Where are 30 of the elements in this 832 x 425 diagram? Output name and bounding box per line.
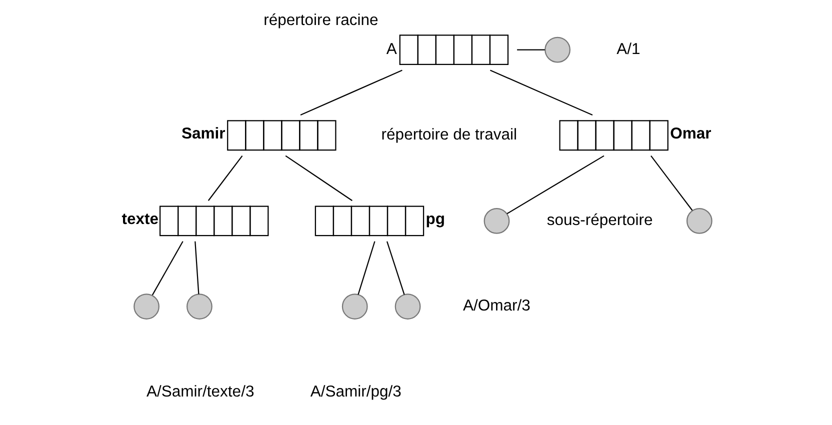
connector: [357, 241, 375, 295]
node-circle: [341, 294, 368, 320]
node-circle: [133, 294, 159, 320]
node-circle: [544, 36, 570, 63]
node-label: A/1: [616, 40, 640, 58]
label: A/Samir/texte/3: [146, 383, 254, 400]
label: sous-répertoire: [546, 212, 652, 230]
connector: [300, 70, 402, 116]
label: A/Samir/pg/3: [310, 383, 401, 400]
connector: [506, 155, 604, 214]
connector: [284, 155, 352, 202]
node-circle: [686, 208, 712, 234]
connector: [650, 155, 692, 211]
node-label: répertoire racine: [263, 12, 378, 30]
node-label: pg: [425, 210, 445, 228]
connector: [489, 70, 592, 116]
connector: [386, 241, 404, 295]
label: A/Omar/3: [462, 298, 530, 315]
node-label: texte: [121, 210, 158, 228]
connector: [151, 241, 183, 296]
node-label: A: [386, 40, 396, 58]
connector: [516, 49, 544, 50]
connector: [207, 155, 242, 201]
node-circle: [186, 294, 212, 320]
node-label: Omar: [670, 125, 711, 142]
label: répertoire de travail: [380, 126, 517, 144]
node-circle: [394, 294, 420, 320]
node-label: Samir: [180, 125, 225, 142]
connector: [194, 241, 199, 294]
node-circle: [483, 208, 510, 234]
